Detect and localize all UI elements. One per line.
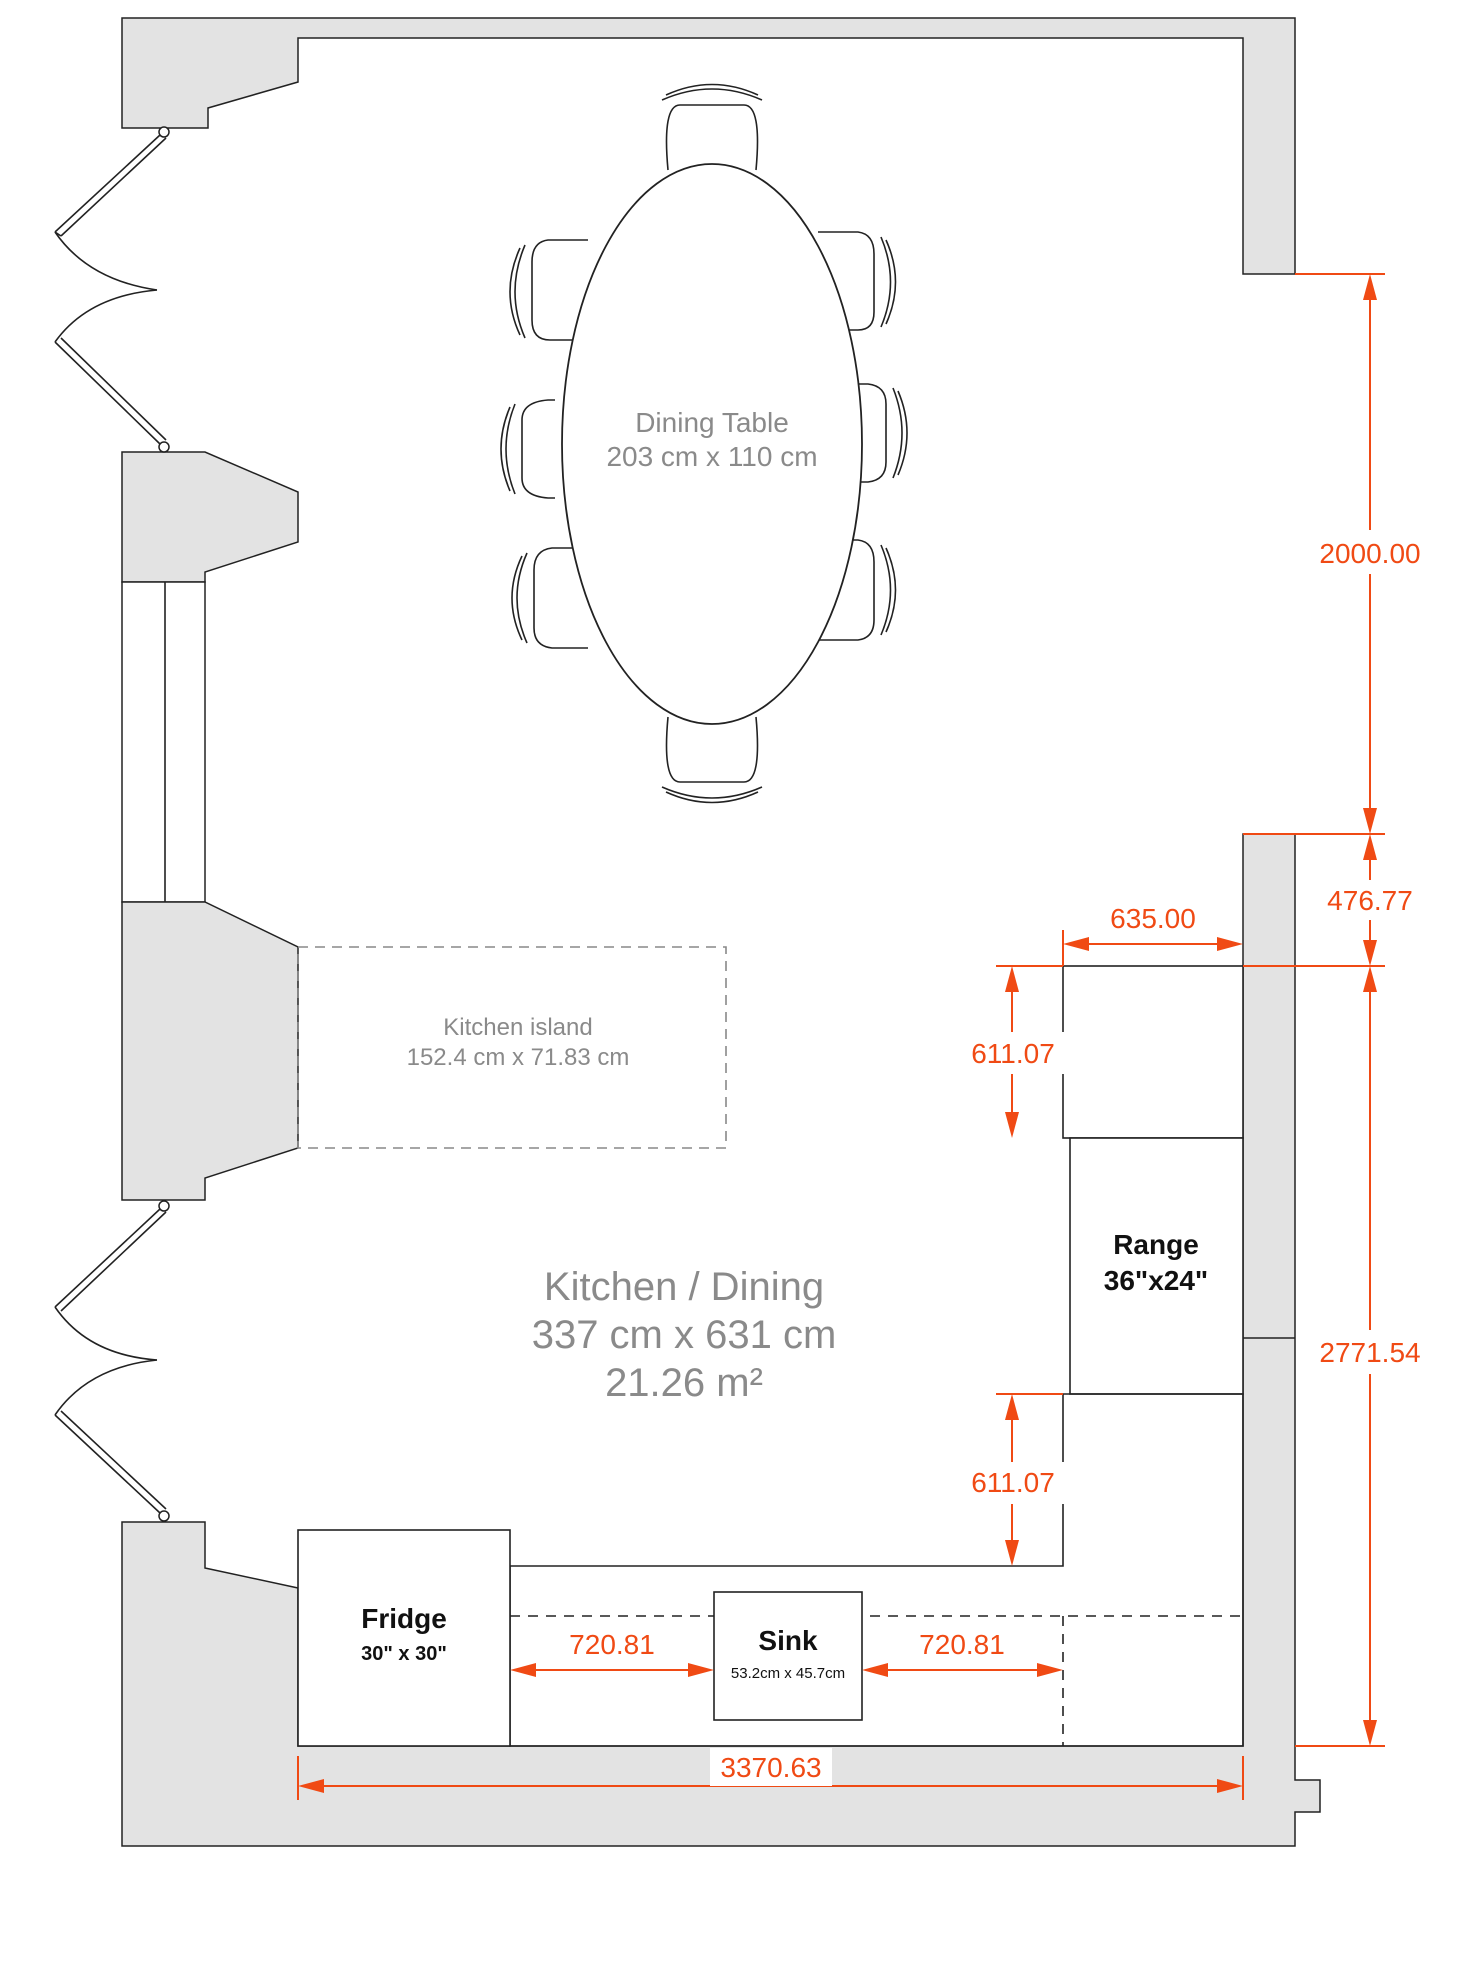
room-size: 337 cm x 631 cm: [532, 1313, 837, 1357]
dim-sink-left: [510, 1663, 714, 1677]
dining-table: [561, 163, 863, 725]
dim-counter-depth: [1062, 930, 1243, 966]
sink-name: Sink: [758, 1625, 818, 1656]
dim-total-width-label: 3370.63: [720, 1752, 821, 1783]
range-name: Range: [1113, 1229, 1199, 1260]
dim-counter-upper-label: 611.07: [971, 1038, 1055, 1069]
door-lower[interactable]: [54, 1200, 170, 1522]
door-upper[interactable]: [54, 126, 170, 453]
dining-table-name: Dining Table: [635, 407, 789, 438]
wall-left-upper: [121, 451, 299, 583]
kitchen-island: [297, 946, 727, 1149]
fridge-name: Fridge: [361, 1603, 447, 1634]
dining-chairs: [500, 83, 908, 804]
counter-lower-l: [509, 1393, 1244, 1747]
dim-sink-right-label: 720.81: [919, 1629, 1005, 1660]
sink-size: 53.2cm x 45.7cm: [731, 1665, 845, 1682]
dim-counter-lower-label: 611.07: [971, 1467, 1055, 1498]
dim-right-lower-label: 2771.54: [1319, 1337, 1420, 1368]
fridge-size: 30" x 30": [361, 1643, 447, 1665]
room-name: Kitchen / Dining: [544, 1265, 824, 1309]
dim-counter-depth-label: 635.00: [1110, 903, 1196, 934]
fridge: [297, 1529, 511, 1747]
kitchen-island-size: 152.4 cm x 71.83 cm: [407, 1044, 630, 1071]
dim-right-gap: [1243, 833, 1385, 967]
room-area: 21.26 m²: [605, 1361, 763, 1405]
dim-right-upper-label: 2000.00: [1319, 538, 1420, 569]
range: [1069, 1137, 1244, 1395]
counter-upper: [1062, 965, 1244, 1139]
dim-sink-left-label: 720.81: [569, 1629, 655, 1660]
range-size: 36"x24": [1104, 1265, 1208, 1296]
window-left: [121, 581, 206, 903]
wall-top: [121, 17, 1296, 275]
kitchen-island-name: Kitchen island: [443, 1014, 592, 1041]
dining-table-size: 203 cm x 110 cm: [606, 441, 817, 472]
dim-sink-right: [862, 1663, 1063, 1677]
dim-right-gap-label: 476.77: [1327, 885, 1413, 916]
wall-left-middle: [121, 901, 299, 1201]
sink: [713, 1591, 863, 1721]
